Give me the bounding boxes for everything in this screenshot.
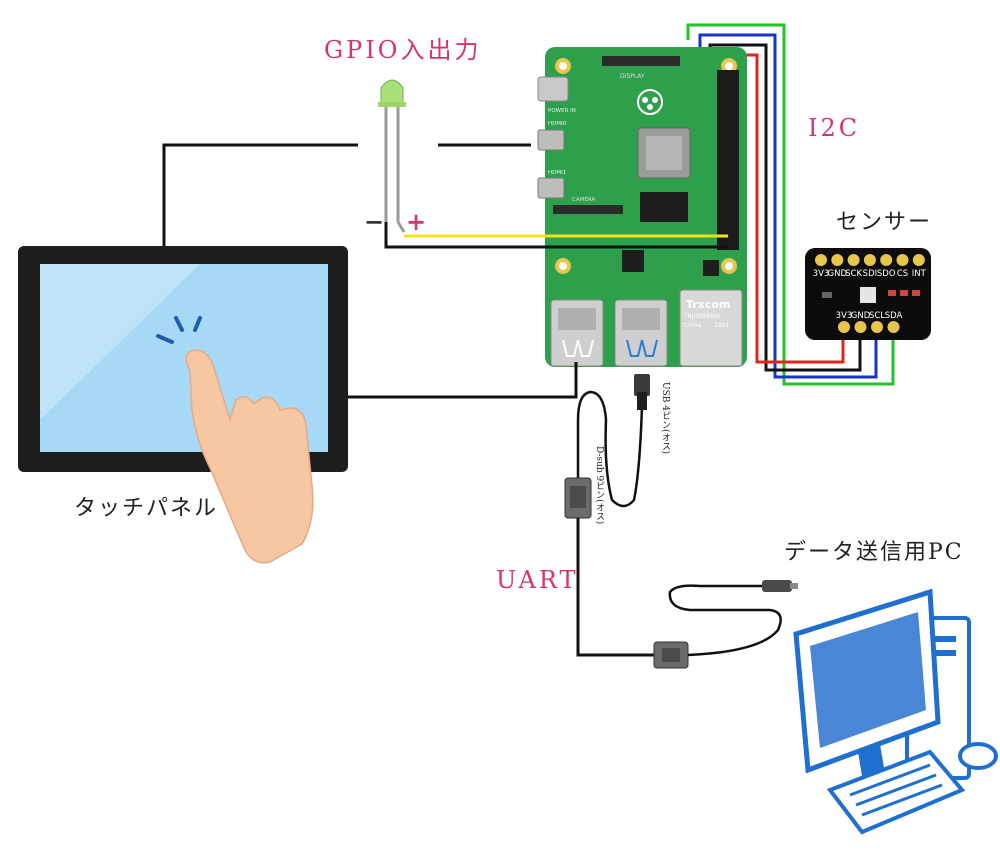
top-label-1: GND [828, 269, 848, 279]
bottom-pad-3 [887, 321, 900, 333]
top-pad-6 [912, 254, 925, 266]
bottom-label-1: GND [851, 311, 871, 321]
i2c-label: I2C [808, 114, 861, 142]
svg-text:TRJG0926NL: TRJG0926NL [683, 313, 722, 320]
top-label-2: SCK [845, 269, 862, 279]
top-pad-1 [831, 254, 844, 266]
bottom-label-3: SDA [885, 311, 903, 321]
wire-green-sda [686, 23, 895, 386]
wire-touch-panel-usb [348, 362, 578, 399]
top-pad-3 [863, 254, 876, 266]
bottom-label-2: SCL [869, 311, 885, 321]
pc-dsub-plug-icon [653, 641, 689, 669]
svg-text:Trxcom: Trxcom [686, 298, 730, 311]
touch-panel-label: タッチパネル [74, 496, 219, 521]
hand-icon [185, 349, 314, 564]
uart-label: UART [496, 566, 579, 594]
svg-text:POWER IN: POWER IN [548, 108, 576, 114]
svg-text:HDMI0: HDMI0 [548, 121, 567, 127]
top-pad-0 [815, 254, 827, 266]
dsub-plug-icon [564, 477, 592, 519]
wire-blue-scl [698, 33, 878, 379]
gpio-wires [162, 143, 728, 399]
led-minus-label: − [364, 207, 385, 236]
dsub-connector-label: D-sub 9ピン(オス) [594, 446, 604, 525]
wire-black-led-minus [384, 222, 728, 249]
raspberry-pi-board-icon: DISPLAY POWER IN HDMI0 HDMI1 CAMERA [537, 47, 747, 367]
led-icon [378, 79, 406, 233]
svg-text:HDMI1: HDMI1 [548, 170, 566, 176]
top-label-4: SDO [877, 269, 896, 279]
top-pad-2 [847, 254, 860, 266]
bottom-label-0: 3V3 [836, 311, 853, 321]
top-pad-5 [896, 254, 909, 266]
top-label-3: SDI [863, 269, 877, 279]
usb-cable [576, 390, 644, 508]
svg-text:DISPLAY: DISPLAY [620, 73, 645, 80]
sensor-label: センサー [836, 210, 933, 235]
uart-cable [576, 518, 654, 657]
top-label-0: 3V3 [813, 269, 830, 279]
svg-text:China: China [684, 322, 701, 329]
svg-text:1901: 1901 [714, 322, 729, 329]
bottom-pad-2 [871, 321, 883, 333]
wire-touch-panel-hdmi [162, 143, 358, 246]
pc-label: データ送信用PC [784, 540, 964, 565]
bottom-pad-0 [838, 321, 850, 333]
wire-black-gnd [708, 43, 862, 372]
top-label-6: INT [912, 269, 927, 279]
top-label-5: CS [897, 269, 908, 279]
gpio-label: GPIO入出力 [324, 36, 482, 64]
usb-plug-icon [634, 374, 650, 410]
top-pad-4 [880, 254, 893, 266]
bottom-pad-1 [854, 321, 867, 333]
desktop-pc-icon [793, 588, 998, 835]
led-plus-label: + [406, 207, 427, 236]
usb-connector-label: USB 4ピン(オス) [660, 382, 670, 454]
pc-usb-cable [668, 580, 798, 657]
svg-text:CAMERA: CAMERA [572, 197, 595, 203]
